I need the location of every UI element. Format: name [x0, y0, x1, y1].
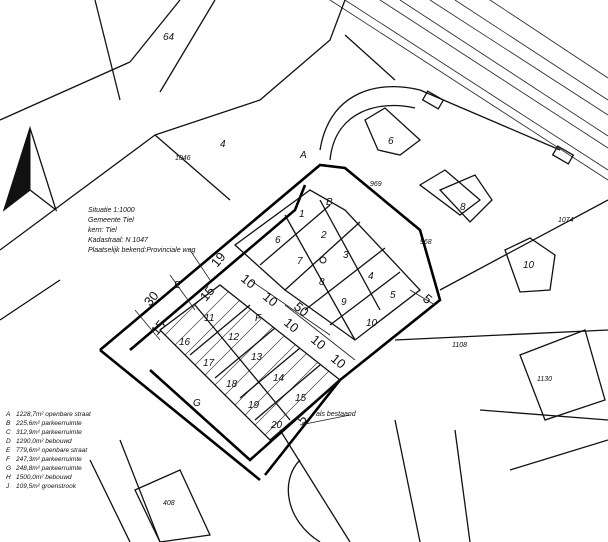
legend-key: A: [6, 411, 11, 418]
site-info-cadastre: Kadastraal: N 1047: [88, 237, 148, 244]
legend-text: 225,6m² parkeerruimte: [16, 420, 82, 427]
plot-10: 10: [366, 318, 378, 329]
plot-11: 11: [204, 313, 214, 324]
plot-8: 8: [319, 277, 325, 288]
legend-text: 1228,7m² openbare straat: [16, 411, 91, 418]
legend-row: G 248,8m² parkeerruimte: [6, 464, 91, 473]
area-label-a: A: [299, 150, 307, 161]
plot-4: 4: [368, 271, 374, 282]
plot-7: 7: [297, 256, 303, 267]
legend-text: 247,3m² parkeerruimte: [16, 456, 82, 463]
area-label-b: B: [326, 197, 333, 208]
legend-key: H: [6, 474, 11, 481]
legend-key: B: [6, 420, 11, 427]
parcel-label-64: 64: [163, 32, 175, 43]
dimension-10-b: 10: [260, 289, 281, 310]
parcel-label-4: 4: [220, 139, 226, 150]
plot-5: 5: [390, 290, 396, 301]
house-label-8: 8: [460, 202, 466, 213]
dimension-10-e: 10: [328, 351, 349, 372]
site-info-core: kern: Tiel: [88, 227, 117, 234]
legend-key: F: [6, 456, 10, 463]
legend-key: J: [6, 483, 10, 490]
area-label-f: F: [255, 313, 262, 324]
map-labels: 64 4 1046 969 968 1074 1108 1130 408 6 8…: [163, 32, 574, 507]
legend-text: 779,6m² openbare straat: [16, 447, 88, 454]
upper-plot-numbers: 1 2 3 4 5 6 7 8 9 10: [275, 209, 396, 329]
area-label-e: E: [174, 280, 181, 291]
legend-text: 248,8m² parkeerruimte: [16, 465, 82, 472]
dimension-30: 30: [141, 288, 162, 309]
area-label-g: G: [193, 398, 201, 409]
dimension-lines: [134, 249, 436, 426]
parcel-label-1108: 1108: [452, 342, 467, 349]
legend-row: H 1500,0m² bebouwd: [6, 473, 91, 482]
parcel-label-968: 968: [420, 239, 432, 246]
legend-key: E: [6, 447, 11, 454]
plot-2: 2: [320, 230, 327, 241]
plot-15: 15: [295, 393, 307, 404]
plot-6: 6: [275, 235, 281, 246]
north-arrow-icon: [2, 125, 58, 212]
house-label-6: 6: [388, 136, 394, 147]
plot-13: 13: [251, 352, 263, 363]
plot-16: 16: [179, 337, 191, 348]
legend-key: G: [6, 465, 12, 472]
legend-text: 1500,0m² bebouwd: [16, 474, 72, 481]
legend-text: 1290,0m² bebouwd: [16, 438, 72, 445]
plot-9: 9: [341, 297, 347, 308]
existing-buildings: [134, 90, 606, 542]
site-info-title: Situatie 1:1000: [88, 207, 135, 214]
plot-12: 12: [228, 332, 240, 343]
site-info-block: Situatie 1:1000 Gemeente Tiel kern: Tiel…: [88, 206, 195, 256]
plot-19: 19: [248, 400, 260, 411]
legend-row: A 1228,7m² openbare straat: [6, 410, 91, 419]
area-legend: A 1228,7m² openbare straat B 225,6m² parke…: [6, 410, 91, 491]
dimension-10-d: 10: [308, 332, 329, 353]
plot-1: 1: [299, 209, 305, 220]
legend-row: B 225,6m² parkeerruimte: [6, 419, 91, 428]
house-label-10: 10: [523, 260, 535, 271]
parcel-label-1046: 1046: [175, 155, 191, 162]
legend-key: D: [6, 438, 11, 445]
lower-plot-numbers: 11 12 13 14 15 16 17 18 19 20: [179, 313, 307, 431]
plot-20: 20: [270, 420, 283, 431]
parcel-label-969: 969: [370, 181, 382, 188]
upper-plot-block: [233, 189, 421, 341]
legend-key: C: [6, 429, 11, 436]
legend-row: J 109,5m² groenstrook: [6, 482, 91, 491]
plot-14: 14: [273, 373, 285, 384]
site-info-visible-from: Plaatselijk bekend:Provinciale weg: [88, 247, 196, 254]
dimension-10-a: 10: [238, 271, 259, 292]
legend-row: D 1290,0m² bebouwd: [6, 437, 91, 446]
legend-row: F 247,3m² parkeerruimte: [6, 455, 91, 464]
plot-18: 18: [226, 379, 238, 390]
dimension-10-c: 10: [281, 315, 302, 336]
legend-row: C 312,9m² parkeerruimte: [6, 428, 91, 437]
legend-row: E 779,6m² openbare straat: [6, 446, 91, 455]
as-built-label: als bestaand: [316, 411, 357, 418]
legend-text: 312,9m² parkeerruimte: [16, 429, 82, 436]
parcel-label-408: 408: [163, 500, 175, 507]
parcel-label-1130: 1130: [537, 376, 552, 383]
parcel-label-1074: 1074: [558, 217, 574, 224]
legend-text: 109,5m² groenstrook: [16, 483, 76, 490]
railway-lines: [329, 0, 608, 181]
dimension-19: 19: [208, 249, 229, 270]
plot-3: 3: [343, 250, 349, 261]
site-info-municipality: Gemeente Tiel: [88, 217, 134, 224]
plot-17: 17: [203, 358, 215, 369]
